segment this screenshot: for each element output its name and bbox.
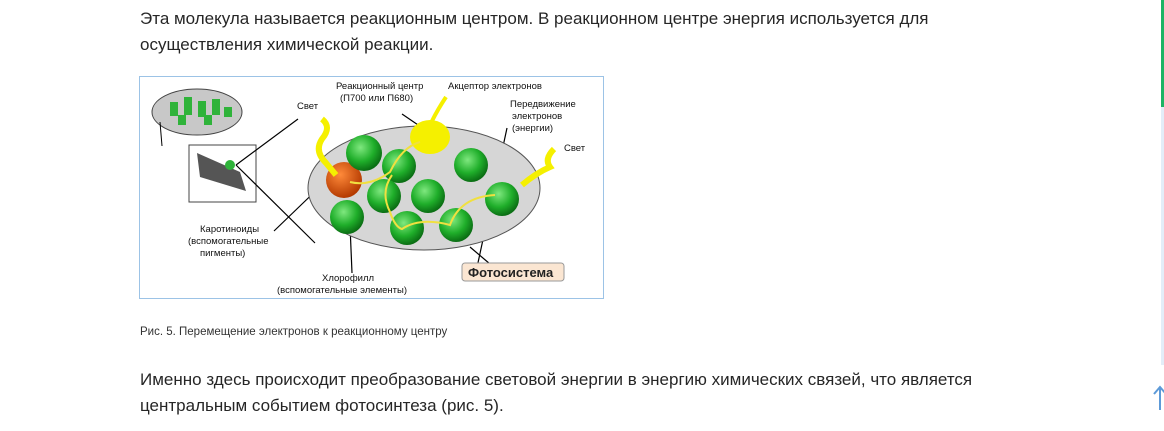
label-carotenoids-3: пигменты) <box>200 248 245 259</box>
label-light-left: Свет <box>297 101 319 112</box>
label-movement-3: (энергии) <box>512 123 553 134</box>
scroll-to-top-button[interactable] <box>1150 383 1164 413</box>
label-movement-2: электронов <box>512 111 562 122</box>
electron-acceptor <box>410 120 450 154</box>
label-movement: Передвижение <box>510 99 576 110</box>
label-light-right: Свет <box>564 143 586 154</box>
label-acceptor: Акцептор электронов <box>448 81 542 92</box>
chlorophyll-molecules <box>330 135 519 245</box>
label-carotenoids-2: (вспомогательные <box>188 236 269 247</box>
conclusion-paragraph: Именно здесь происходит преобразование с… <box>140 370 973 415</box>
scrollbar-track[interactable] <box>1161 0 1164 365</box>
label-photosystem: Фотосистема <box>468 265 554 280</box>
figure-caption: Рис. 5. Перемещение электронов к реакцио… <box>140 326 448 338</box>
label-reaction-center: Реакционный центр <box>336 81 423 92</box>
label-reaction-center-sub: (П700 или П680) <box>340 93 413 104</box>
arrow-up-icon <box>1153 385 1164 410</box>
photosystem-figure: Свет Реакционный центр (П700 или П680) А… <box>139 76 604 299</box>
scrollbar-thumb[interactable] <box>1161 0 1164 107</box>
label-carotenoids: Каротиноиды <box>200 224 259 235</box>
intro-paragraph: Эта молекула называется реакционным цент… <box>140 9 929 54</box>
label-chlorophyll: Хлорофилл <box>322 273 374 284</box>
label-chlorophyll-2: (вспомогательные элементы) <box>277 285 407 296</box>
